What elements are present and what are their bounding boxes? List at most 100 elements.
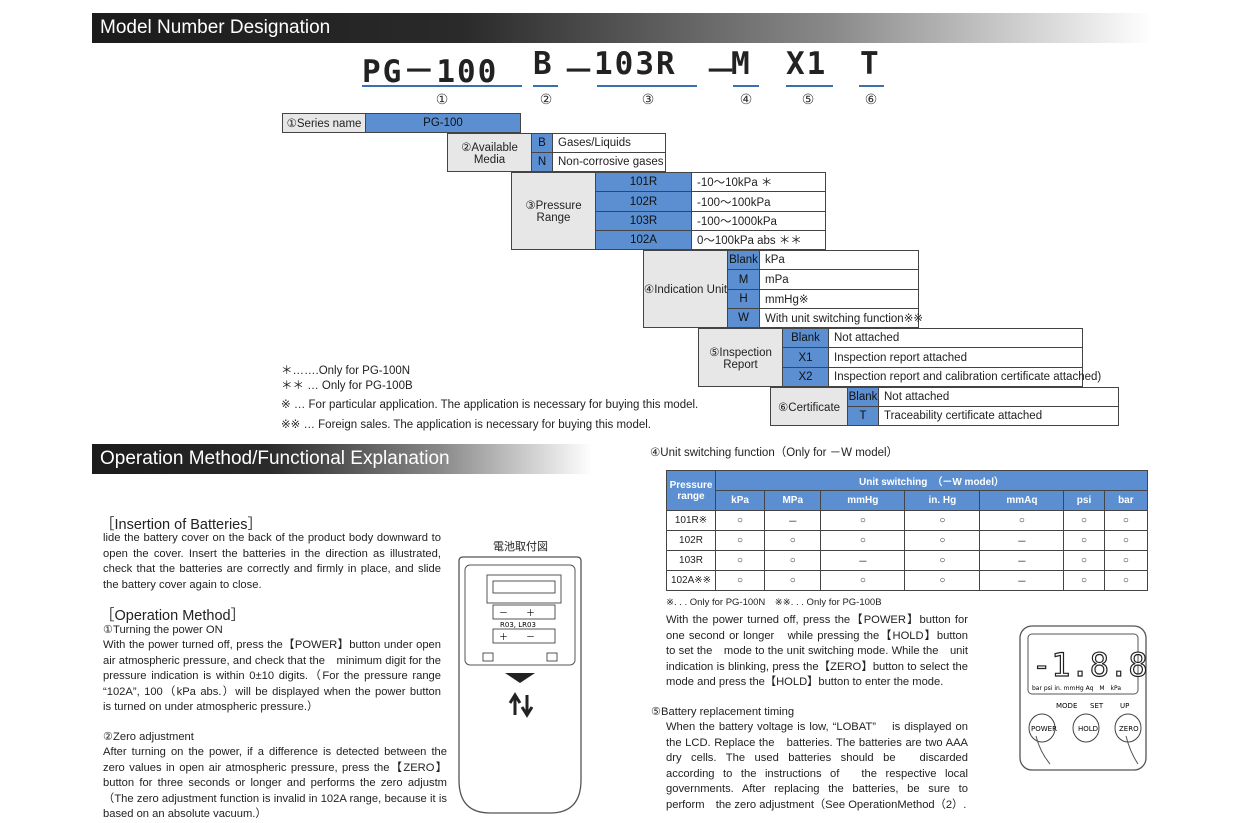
value-cell: ○	[714, 530, 766, 551]
range-cell: 102A※※	[666, 570, 716, 591]
pressure-desc-102a: 0～100kPa abs ＊＊	[691, 230, 826, 250]
model-code-media: B	[533, 46, 554, 82]
certificate-code-blank: Blank	[847, 387, 879, 407]
indication-desc-blank: kPa	[759, 250, 919, 270]
batteries-text: lide the battery cover on the back of th…	[103, 532, 441, 591]
inspection-code-x2: X2	[782, 367, 829, 387]
value-cell: ○	[1063, 570, 1105, 591]
unit-header: mmHg	[820, 490, 906, 511]
value-cell: －	[979, 570, 1065, 591]
inspection-desc-x1: Inspection report attached	[828, 347, 1083, 368]
inspection-desc-blank: Not attached	[828, 328, 1083, 348]
battery-timing-text: When the battery voltage is low, “LOBAT”…	[666, 721, 968, 811]
value-cell: －	[979, 530, 1065, 551]
value-cell: ○	[714, 570, 766, 591]
value-cell: ○	[904, 510, 981, 531]
unit-header: bar	[1103, 490, 1149, 511]
marker-6: ⑥	[864, 91, 878, 107]
svg-text:－ ＋: － ＋	[499, 608, 535, 619]
model-code-dash2: －	[705, 54, 738, 90]
mode-label: MODE	[1056, 702, 1077, 710]
media-code-b: B	[531, 133, 553, 153]
value-cell: ○	[764, 530, 822, 551]
section-title-model: Model Number Designation	[92, 13, 1152, 43]
value-cell: ○	[764, 550, 822, 571]
series-label: ①Series name	[282, 113, 366, 133]
unit-switch-note: ※. . . Only for PG-100N ※※. . . Only for…	[666, 597, 882, 608]
model-code-series: PG－100	[362, 54, 499, 90]
marker-4: ④	[739, 91, 753, 107]
value-cell: ○	[1063, 550, 1105, 571]
section-title-operation: Operation Method/Functional Explanation	[92, 444, 592, 474]
value-cell: ○	[1063, 530, 1105, 551]
indication-desc-h: mmHg※	[759, 289, 919, 309]
value-cell: ○	[714, 510, 766, 531]
device-front-figure: -1.8.8.8 bar psi in. mmHg Aq M kPa MODE …	[1019, 625, 1148, 771]
pressure-desc-101r: -10～10kPa ＊	[691, 172, 826, 192]
operation-p1-title: ①Turning the power ON	[103, 624, 223, 636]
series-value: PG-100	[365, 113, 521, 133]
underline-5	[786, 85, 833, 87]
pressure-code-103r: 103R	[595, 211, 692, 231]
range-cell: 101R※	[666, 510, 716, 531]
indication-code-h: H	[727, 289, 760, 309]
indication-code-m: M	[727, 269, 760, 290]
value-cell: ○	[1063, 510, 1105, 531]
value-cell: ○	[820, 510, 906, 531]
marker-1: ①	[435, 91, 449, 107]
unit-switch-table: Pressure range Unit switching （－W model）…	[666, 470, 1149, 591]
value-cell: ○	[904, 570, 981, 591]
header-range: Pressure range	[666, 470, 716, 511]
inspection-code-x1: X1	[782, 347, 829, 368]
lcd-digits: -1.8.8.8	[1032, 646, 1148, 684]
media-desc-n: Non-corrosive gases	[552, 152, 666, 172]
indication-code-blank: Blank	[727, 250, 760, 270]
zero-button-label: ZERO	[1119, 725, 1139, 733]
media-desc-b: Gases/Liquids	[552, 133, 666, 153]
table-row: 102A※※ ○ ○ ○ ○ － ○ ○	[666, 570, 1149, 591]
set-label: SET	[1090, 702, 1104, 710]
model-code-inspection: X1	[786, 46, 828, 82]
table-row: 103R ○ ○ － ○ － ○ ○	[666, 550, 1149, 571]
note-3: ※ … For particular application. The appl…	[281, 399, 699, 411]
operation-p1-text: With the power turned off, press the【POW…	[103, 639, 453, 714]
value-cell: －	[764, 510, 822, 531]
value-cell: ○	[979, 510, 1065, 531]
pressure-desc-103r: -100～1000kPa	[691, 211, 826, 231]
value-cell: ○	[1103, 530, 1149, 551]
indication-desc-w: With unit switching function※※	[759, 308, 923, 328]
inspection-desc-x2: Inspection report and calibration certif…	[828, 367, 1101, 387]
marker-2: ②	[539, 91, 553, 107]
value-cell: ○	[1103, 550, 1149, 571]
underline-4	[733, 85, 759, 87]
note-1: ＊…….Only for PG-100N	[281, 365, 411, 377]
value-cell: ○	[714, 550, 766, 571]
pressure-code-102r: 102R	[595, 191, 692, 212]
batteries-heading: ［Insertion of Batteries］	[100, 517, 262, 533]
model-code-unit: M	[731, 46, 752, 82]
battery-figure-caption: 電池取付図	[493, 541, 548, 553]
range-cell: 102R	[666, 530, 716, 551]
operation-p2-title: ②Zero adjustment	[103, 731, 194, 743]
indication-label: ④Indication Unit	[643, 250, 728, 328]
underline-2	[533, 85, 558, 87]
table-row: 101R※ ○ － ○ ○ ○ ○ ○	[666, 510, 1149, 531]
underline-3	[597, 85, 697, 87]
operation-heading: ［Operation Method］	[100, 608, 246, 624]
hold-button-label: HOLD	[1078, 725, 1098, 733]
table-row: 102R ○ ○ ○ ○ － ○ ○	[666, 530, 1149, 551]
unit-header: mmAq	[979, 490, 1065, 511]
up-label: UP	[1120, 702, 1129, 710]
inspection-code-blank: Blank	[782, 328, 829, 348]
pressure-label: ③Pressure Range	[511, 172, 596, 250]
model-code-dash1: －	[563, 54, 596, 90]
media-label: ②Available Media	[447, 133, 532, 172]
note-2: ＊＊ … Only for PG-100B	[281, 380, 413, 392]
unit-switch-text: With the power turned off, press the【POW…	[666, 614, 968, 689]
pressure-code-101r: 101R	[595, 172, 692, 192]
svg-text:＋ －: ＋ －	[499, 632, 535, 643]
pressure-desc-102r: -100～100kPa	[691, 191, 826, 212]
model-code-cert: T	[860, 46, 881, 82]
unit-header: psi	[1063, 490, 1105, 511]
power-button-label: POWER	[1031, 725, 1057, 733]
